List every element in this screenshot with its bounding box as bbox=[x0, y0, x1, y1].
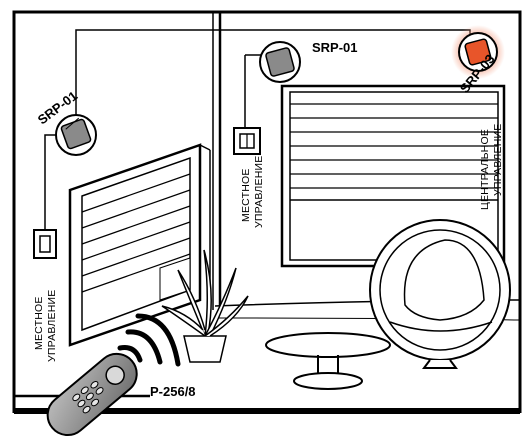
local-switch-left bbox=[34, 230, 56, 258]
coffee-table bbox=[266, 333, 390, 389]
central-control-line2: УПРАВЛЕНИЕ bbox=[492, 124, 504, 196]
local-control-left-line1: МЕСТНОЕ bbox=[33, 296, 45, 350]
srp01-center-label: SRP-01 bbox=[312, 40, 358, 55]
remote-model-label: P-256/8 bbox=[150, 384, 196, 399]
local-control-center-line2: УПРАВЛЕНИЕ bbox=[253, 156, 265, 228]
local-switch-center bbox=[234, 128, 260, 154]
srp01-center-device bbox=[260, 42, 300, 82]
srp01-left-device bbox=[56, 115, 96, 155]
local-control-center-line1: МЕСТНОЕ bbox=[240, 168, 252, 222]
central-control-line1: ЦЕНТРАЛЬНОЕ bbox=[479, 129, 491, 210]
ball-chair bbox=[370, 220, 510, 368]
local-control-left-line2: УПРАВЛЕНИЕ bbox=[46, 290, 58, 362]
